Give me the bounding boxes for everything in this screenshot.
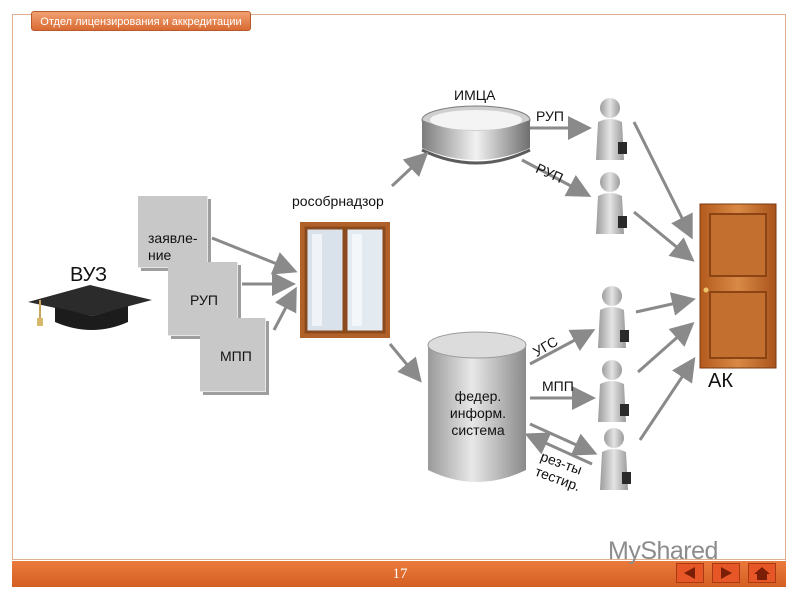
watermark-logo: MyShared xyxy=(608,537,718,565)
flow-arrows xyxy=(211,116,696,466)
page-number: 17 xyxy=(392,566,408,582)
prev-slide-button[interactable] xyxy=(676,563,704,583)
label-rup-top: РУП xyxy=(536,108,564,124)
slide-frame xyxy=(12,14,786,560)
document-application: заявле- ние xyxy=(138,196,208,268)
arrow-window-database xyxy=(388,343,422,383)
document-rup-label: РУП xyxy=(190,292,218,308)
person-icon-4 xyxy=(598,360,629,422)
triangle-left-icon xyxy=(684,567,695,579)
arrow-db-person3 xyxy=(529,329,596,366)
arrow-person5-door xyxy=(638,357,696,441)
footer-bar xyxy=(12,561,786,587)
document-application-label: заявле- ние xyxy=(148,230,198,263)
person-icon-1 xyxy=(596,98,627,160)
arrow-window-sieve xyxy=(390,151,429,188)
database-cylinder-icon xyxy=(427,331,527,482)
label-vuz: ВУЗ xyxy=(70,264,108,286)
person-icon-2 xyxy=(596,172,627,234)
arrow-person1-door xyxy=(632,121,693,240)
window-icon xyxy=(300,222,390,338)
document-mpp: МПП xyxy=(200,318,266,392)
arrow-person2-door xyxy=(633,210,695,262)
arrow-doc3-window xyxy=(272,286,297,331)
home-icon xyxy=(754,567,770,580)
next-slide-button[interactable] xyxy=(712,563,740,583)
document-mpp-label: МПП xyxy=(220,348,252,364)
graduation-cap-icon xyxy=(28,285,152,330)
arrow-person5-db xyxy=(524,432,593,466)
person-icon-3 xyxy=(598,286,629,348)
arrow-db-person5 xyxy=(529,422,598,456)
sieve-icon xyxy=(421,105,531,165)
home-button[interactable] xyxy=(748,563,776,583)
label-imca: ИМЦА xyxy=(454,87,496,103)
arrow-person3-door xyxy=(635,292,696,316)
arrow-doc1-window xyxy=(211,236,298,275)
label-rosobrnadzor: рособрнадзор xyxy=(292,193,384,209)
label-database: федер. информ. система xyxy=(449,388,507,438)
label-mpp-side: МПП xyxy=(542,378,574,394)
person-icon-5 xyxy=(600,428,631,490)
triangle-right-icon xyxy=(721,567,732,579)
arrow-sieve-person2 xyxy=(521,158,592,197)
section-title: Отдел лицензирования и аккредитации xyxy=(31,11,251,31)
arrow-person4-door xyxy=(637,322,695,374)
door-icon xyxy=(699,203,777,369)
label-ak: АК xyxy=(708,370,733,392)
